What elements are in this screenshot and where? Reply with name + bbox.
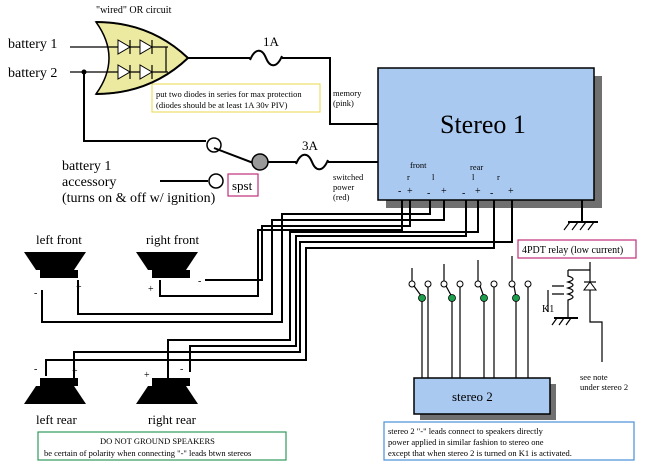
- front-l-label: l: [432, 172, 435, 182]
- fuse-1a-label: 1A: [263, 34, 280, 49]
- diode-pair-bottom: [117, 64, 153, 80]
- svg-text:-: -: [427, 188, 430, 199]
- speaker-right-front: [136, 252, 198, 278]
- speaker-left-front: [24, 252, 86, 278]
- svg-text:+: +: [508, 186, 514, 197]
- spst-label: spst: [232, 178, 253, 193]
- relay-contacts: [408, 280, 532, 302]
- battery2-label: battery 2: [8, 66, 57, 81]
- front-r-label: r: [407, 172, 410, 182]
- svg-text:-: -: [198, 276, 201, 287]
- diode-note-line1: put two diodes in series for max protect…: [156, 89, 302, 99]
- or-circuit-label: "wired" OR circuit: [96, 5, 172, 16]
- svg-text:+: +: [407, 186, 413, 197]
- svg-text:-: -: [398, 186, 401, 197]
- battery1-label: battery 1: [8, 37, 57, 52]
- right-rear-label: right rear: [148, 412, 197, 427]
- front-label: front: [410, 160, 427, 170]
- stereo2-box: [413, 377, 551, 415]
- speaker-left-rear: [24, 378, 86, 404]
- see-note-line1: see note: [580, 372, 608, 382]
- speaker-wires: [41, 200, 513, 378]
- spst-box: [227, 173, 259, 197]
- diode-note-box: [151, 83, 321, 113]
- switch-common-terminal: [251, 153, 269, 171]
- memory-label: memory: [333, 88, 362, 98]
- accessory-label-line3: (turns on & off w/ ignition): [62, 191, 216, 206]
- svg-text:-: -: [462, 188, 465, 199]
- diode-pair-top: [117, 39, 153, 55]
- relay-label-box: [517, 239, 637, 259]
- stereo1-terminal-signs: - + - + - + - +: [398, 186, 514, 199]
- fuse-3a-label: 3A: [302, 138, 319, 153]
- rear-r-label: r: [497, 172, 500, 182]
- see-note-line2: under stereo 2: [580, 382, 628, 392]
- right-front-label: right front: [146, 232, 199, 247]
- svg-text:-: -: [490, 188, 493, 199]
- rear-l-label: l: [472, 172, 475, 182]
- rear-label: rear: [470, 162, 483, 172]
- stereo2-note-line2: power applied in similar fashion to ster…: [388, 437, 544, 447]
- stereo2-title: stereo 2: [452, 389, 493, 404]
- memory-color-label: (pink): [333, 98, 354, 108]
- memory-wire: [282, 57, 378, 125]
- left-front-label: left front: [36, 232, 82, 247]
- or-gate: [94, 21, 190, 95]
- stereo2-note-line1: stereo 2 "-" leads connect to speakers d…: [388, 426, 544, 436]
- accessory-terminal: [208, 173, 224, 189]
- fuse-3a: [295, 153, 329, 171]
- left-rear-label: left rear: [36, 412, 77, 427]
- speaker-right-rear: [136, 378, 198, 404]
- svg-text:-: -: [34, 288, 37, 299]
- svg-text:-: -: [180, 364, 183, 375]
- stereo2-note-box: [383, 421, 635, 461]
- ground-warning-line1: DO NOT GROUND SPEAKERS: [100, 436, 215, 446]
- switched-label-line1: switched: [333, 172, 364, 182]
- k1-label: K1: [542, 304, 554, 315]
- svg-text:+: +: [441, 186, 447, 197]
- diode-note-line2: (diodes should be at least 1A 30v PIV): [156, 100, 288, 110]
- svg-text:+: +: [475, 186, 481, 197]
- stereo1-title: Stereo 1: [440, 110, 526, 139]
- accessory-label-line2: accessory: [62, 175, 116, 190]
- svg-text:-: -: [34, 364, 37, 375]
- relay-label: 4PDT relay (low current): [522, 245, 623, 256]
- ground-warning-line2: be certain of polarity when connecting "…: [44, 448, 251, 458]
- switch-lever: [213, 147, 257, 165]
- stereo2-note-line3: except that when stereo 2 is turned on K…: [388, 448, 572, 458]
- switched-label-line3: (red): [333, 192, 350, 202]
- stereo1-box: [377, 67, 595, 201]
- fuse-1a: [249, 49, 283, 67]
- accessory-label-line1: battery 1: [62, 159, 111, 174]
- switched-label-line2: power: [333, 182, 354, 192]
- ground-warning-box: [37, 431, 287, 461]
- relay-coil: [547, 262, 597, 312]
- svg-text:+: +: [148, 284, 154, 295]
- svg-text:+: +: [144, 370, 150, 381]
